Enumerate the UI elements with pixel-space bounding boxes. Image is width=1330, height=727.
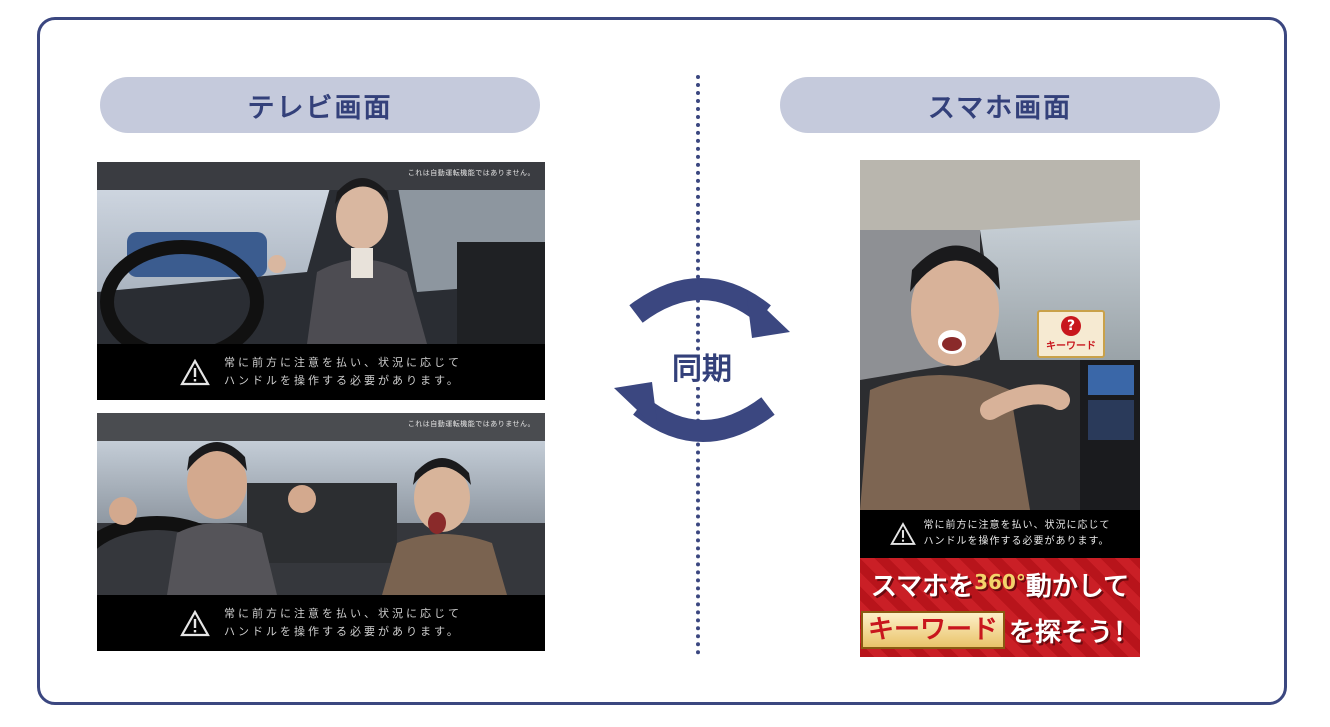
rotate-360-icon: 360° — [974, 570, 1026, 594]
sync-indicator: 同期 — [614, 272, 790, 448]
warning-icon — [889, 522, 916, 545]
car-interior-photo-1 — [97, 162, 545, 344]
tv-warning-caption-2: 常に前方に注意を払い、状況に応じて ハンドルを操作する必要があります。 — [97, 595, 545, 651]
phone-caption-line-1: 常に前方に注意を払い、状況に応じて — [923, 520, 1111, 531]
tv-screen-label: テレビ画面 — [100, 77, 540, 133]
tv-screen-scene-2: これは自動運転機能ではありません。 常に前方に注意を払い、状況に応じて ハンドル… — [97, 413, 545, 651]
phone-warning-caption: 常に前方に注意を払い、状況に応じて ハンドルを操作する必要があります。 — [860, 510, 1140, 558]
tv-caption-line-1: 常に前方に注意を払い、状況に応じて — [224, 356, 462, 369]
keyword-badge[interactable]: ? キーワード — [1037, 310, 1105, 358]
phone-caption-line-2: ハンドルを操作する必要があります。 — [923, 536, 1110, 547]
warning-icon — [180, 358, 210, 385]
tv-top-note: これは自動運転機能ではありません。 — [407, 169, 535, 177]
content-frame — [37, 17, 1287, 705]
car-interior-photo-2 — [97, 413, 545, 595]
banner-keyword-box: キーワード — [860, 611, 1005, 649]
keyword-badge-label: キーワード — [1046, 341, 1096, 352]
sync-label: 同期 — [614, 344, 790, 388]
banner-tail-text: を探そう！ — [1009, 617, 1140, 648]
banner-subline: キーワード を探そう！ — [860, 611, 1140, 649]
keyword-search-banner: スマホを360°動かして キーワード を探そう！ — [860, 558, 1140, 657]
tv-warning-caption: 常に前方に注意を払い、状況に応じて ハンドルを操作する必要があります。 — [97, 344, 545, 400]
warning-icon — [180, 609, 210, 636]
tv-top-note-2: これは自動運転機能ではありません。 — [407, 420, 535, 428]
tv-caption-line-2: ハンドルを操作する必要があります。 — [224, 625, 461, 638]
smartphone-screen: ? キーワード 常に前方に注意を払い、状況に応じて ハンドルを操作する必要があり… — [860, 160, 1140, 657]
banner-headline: スマホを360°動かして — [870, 570, 1130, 602]
tv-caption-line-2: ハンドルを操作する必要があります。 — [224, 374, 461, 387]
question-icon: ? — [1061, 316, 1081, 336]
tv-screen-scene-1: これは自動運転機能ではありません。 常に前方に注意を払い、状況に応じて ハンドル… — [97, 162, 545, 400]
smartphone-screen-label: スマホ画面 — [780, 77, 1220, 133]
tv-caption-line-1: 常に前方に注意を払い、状況に応じて — [224, 607, 462, 620]
sync-arrows-icon — [614, 278, 790, 442]
